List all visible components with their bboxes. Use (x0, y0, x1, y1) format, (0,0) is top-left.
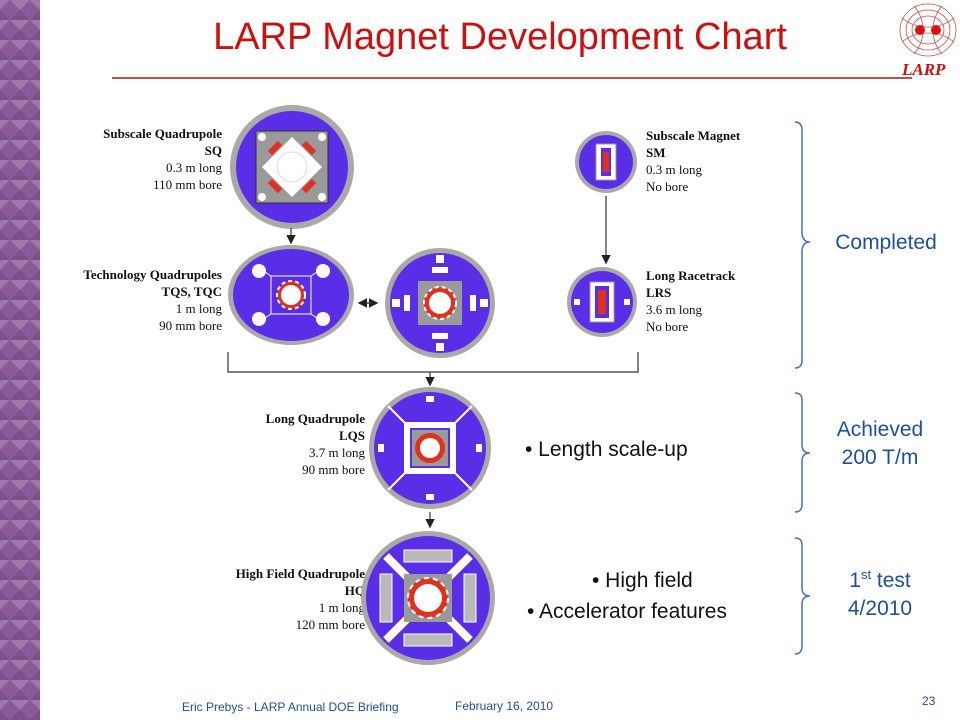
magnet-tqc-image (385, 248, 495, 358)
magnet-hq-image (361, 531, 495, 665)
brace-achieved (794, 392, 811, 513)
magnet-sq-image (230, 105, 354, 229)
bullet-high-field: • High field (592, 569, 693, 592)
footer-author: Eric Prebys - LARP Annual DOE Briefing (182, 700, 399, 714)
magnet-lqs-image (369, 387, 491, 509)
side-decoration-strip (0, 0, 40, 720)
label-sq: Subscale Quadrupole SQ 0.3 m long 110 mm… (103, 126, 222, 192)
status-first-test: 1st test 4/2010 (847, 567, 913, 620)
status-achieved: Achieved 200 T/m (836, 418, 924, 469)
footer-page-number: 23 (922, 694, 936, 708)
magnet-sm-image (575, 131, 637, 193)
logo-text: LARP (902, 60, 946, 79)
label-sm: Subscale Magnet SM 0.3 m long No bore (646, 128, 741, 194)
slide-title: LARP Magnet Development Chart (213, 16, 787, 58)
larp-logo-icon (899, 3, 957, 57)
label-hq: High Field Quadrupole HQ 1 m long 120 mm… (235, 566, 365, 632)
bullet-length-scaleup: • Length scale-up (525, 438, 688, 461)
brace-completed (794, 121, 811, 369)
footer-date: February 16, 2010 (455, 699, 554, 713)
bullet-accelerator-features: • Accelerator features (527, 600, 727, 623)
magnet-tq-image (228, 245, 354, 345)
brace-test (794, 537, 811, 655)
bracket-merge (227, 352, 639, 373)
magnet-lrs-image (567, 267, 637, 337)
title-underline (112, 77, 912, 79)
label-tq: Technology Quadrupoles TQS, TQC 1 m long… (83, 267, 222, 333)
label-lrs: Long Racetrack LRS 3.6 m long No bore (646, 268, 736, 334)
status-completed: Completed (835, 231, 937, 254)
label-lqs: Long Quadrupole LQS 3.7 m long 90 mm bor… (265, 411, 365, 477)
